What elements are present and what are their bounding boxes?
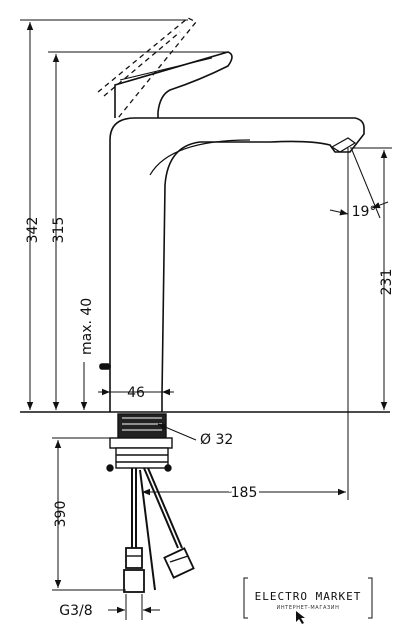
- label-max40: max. 40: [79, 298, 95, 355]
- electro-market-logo: ELECTRO MARKET ИНТЕРНЕТ-МАГАЗИН: [243, 574, 373, 624]
- label-390: 390: [53, 501, 69, 528]
- aerator: [330, 137, 357, 153]
- label-32: Ø 32: [200, 432, 233, 448]
- cursor-icon: [296, 611, 305, 624]
- lever-handle: [114, 51, 233, 118]
- logo-main-text: ELECTRO MARKET: [255, 590, 362, 603]
- angle-arrow-right: [371, 201, 389, 209]
- hose-right: [143, 467, 179, 549]
- fixing-nut: [115, 447, 169, 469]
- fixing-plate: [109, 437, 173, 449]
- label-185: 185: [231, 485, 258, 501]
- label-46: 46: [127, 385, 145, 401]
- label-19: 19°: [352, 204, 377, 220]
- lever-lifted-dashed: [97, 17, 198, 119]
- dim-leader-32: [157, 423, 197, 441]
- dimension-lines: [20, 19, 392, 620]
- angle-arrow-left: [329, 209, 349, 216]
- lever-lifted-dashed-2: [103, 31, 181, 97]
- label-231: 231: [379, 269, 395, 296]
- logo-sub-text: ИНТЕРНЕТ-МАГАЗИН: [276, 605, 339, 611]
- label-315: 315: [51, 217, 67, 244]
- hose-nut-left: [123, 569, 145, 593]
- faucet-body: [109, 117, 365, 412]
- hose-fitting-left: [125, 547, 143, 569]
- mounting-assembly: [106, 413, 195, 593]
- label-342: 342: [25, 217, 41, 244]
- spout-inner-line: [149, 139, 251, 176]
- faucet-outline: [97, 17, 365, 412]
- popup-knob: [99, 363, 111, 370]
- lever-inner-line: [119, 57, 213, 81]
- hose-fitting-right: [163, 547, 195, 579]
- hose-right-2: [147, 467, 183, 549]
- label-g38: G3/8: [59, 603, 92, 619]
